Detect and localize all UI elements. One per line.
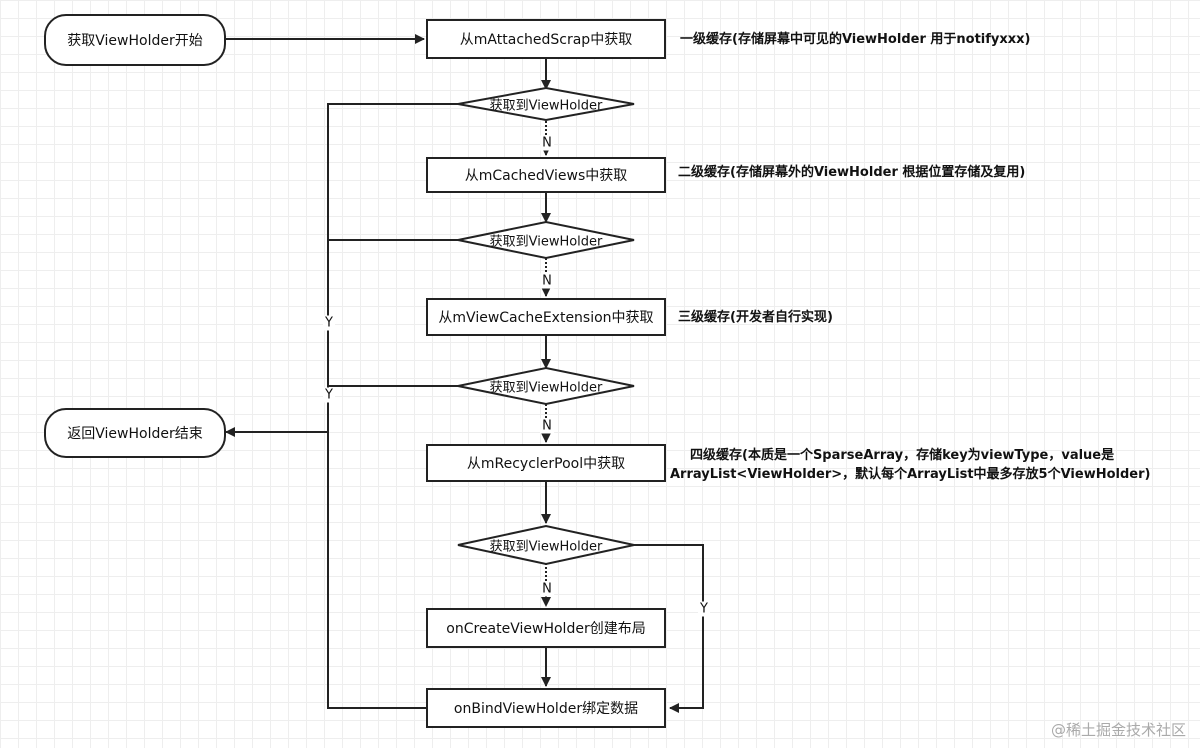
edge-label-y-2: Y [323, 387, 335, 403]
decision-label-1: 获取到ViewHolder [489, 98, 603, 114]
note-level1-cache: 一级缓存(存储屏幕中可见的ViewHolder 用于notifyxxx) [680, 32, 1031, 47]
edge-label-n-4: N [540, 581, 554, 597]
watermark: @稀土掘金技术社区 [1050, 721, 1186, 739]
step-recycler-pool: 从mRecyclerPool中获取 [426, 444, 666, 482]
decision-diamond-4 [457, 524, 635, 566]
end-node: 返回ViewHolder结束 [44, 408, 226, 458]
decision-diamond-1 [457, 86, 635, 122]
note-level2-cache: 二级缓存(存储屏幕外的ViewHolder 根据位置存储及复用) [678, 165, 1026, 180]
decision-label-3: 获取到ViewHolder [489, 380, 603, 396]
edge-label-n-1: N [540, 135, 554, 151]
step-view-cache-extension: 从mViewCacheExtension中获取 [426, 298, 666, 336]
note-level4-cache-line2: ArrayList<ViewHolder>，默认每个ArrayList中最多存放… [670, 467, 1151, 482]
step-cached-views: 从mCachedViews中获取 [426, 157, 666, 193]
edge-label-y-3: Y [698, 601, 710, 617]
edge-label-n-3: N [540, 418, 554, 434]
decision-label-4: 获取到ViewHolder [489, 539, 603, 555]
edge-bus-from-d1 [327, 103, 458, 432]
decision-diamond-3 [457, 366, 635, 406]
edge-bind-return [327, 432, 428, 709]
decision-label-2: 获取到ViewHolder [489, 234, 603, 250]
edge-label-y-1: Y [323, 315, 335, 331]
decision-diamond-2 [457, 220, 635, 260]
edge-d4-bind-yes [634, 544, 704, 713]
note-level4-cache-line1: 四级缓存(本质是一个SparseArray，存储key为viewType，val… [690, 448, 1115, 463]
start-node: 获取ViewHolder开始 [44, 14, 226, 66]
step-bind-view-holder: onBindViewHolder绑定数据 [426, 688, 666, 728]
edge-label-n-2: N [540, 273, 554, 289]
step-attached-scrap: 从mAttachedScrap中获取 [426, 19, 666, 59]
step-create-view-holder: onCreateViewHolder创建布局 [426, 608, 666, 648]
note-level3-cache: 三级缓存(开发者自行实现) [678, 310, 833, 325]
